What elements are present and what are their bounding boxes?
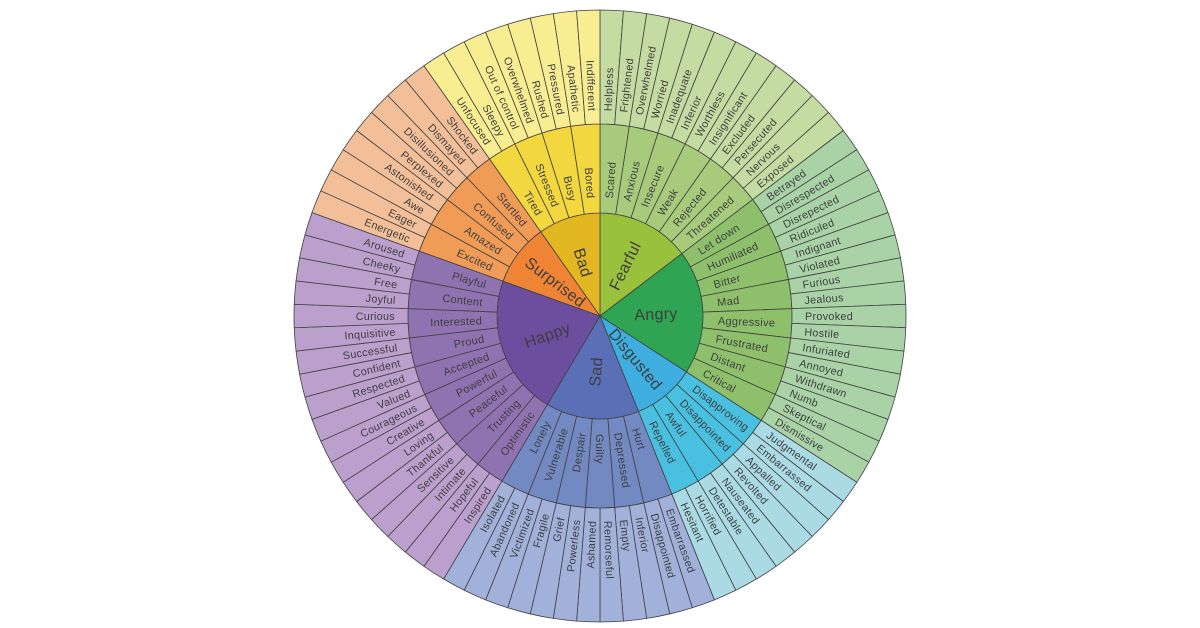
middle-label-guilty: Guilty [593, 434, 605, 464]
outer-label-furious: Furious [802, 274, 842, 292]
outer-label-apathetic: Apathetic [564, 64, 581, 113]
middle-label-busy: Busy [561, 175, 579, 203]
outer-sector-indifferent [576, 9, 601, 125]
middle-label-mad: Mad [717, 295, 741, 309]
outer-label-provoked: Provoked [805, 311, 853, 323]
outer-label-helpless: Helpless [603, 67, 617, 112]
outer-label-empty: Empty [617, 519, 633, 553]
outer-label-inquisitive: Inquisitive [344, 326, 396, 342]
middle-label-content: Content [442, 293, 484, 310]
core-label-sad: Sad [587, 357, 606, 388]
outer-label-joyful: Joyful [365, 293, 396, 307]
outer-label-curious: Curious [356, 311, 396, 323]
outer-label-jealous: Jealous [804, 292, 844, 307]
middle-label-interested: Interested [430, 315, 482, 329]
outer-label-remorseful: Remorseful [601, 521, 615, 580]
middle-label-scared: Scared [604, 161, 619, 198]
middle-label-aggressive: Aggressive [718, 315, 776, 329]
middle-label-bored: Bored [582, 167, 596, 199]
middle-label-proud: Proud [453, 333, 486, 351]
outer-label-grief: Grief [551, 516, 568, 543]
outer-label-ashamed: Ashamed [585, 521, 599, 569]
outer-label-free: Free [373, 276, 398, 291]
outer-label-indifferent: Indifferent [583, 60, 597, 112]
core-label-angry: Angry [634, 306, 678, 325]
outer-label-hostile: Hostile [804, 326, 840, 341]
